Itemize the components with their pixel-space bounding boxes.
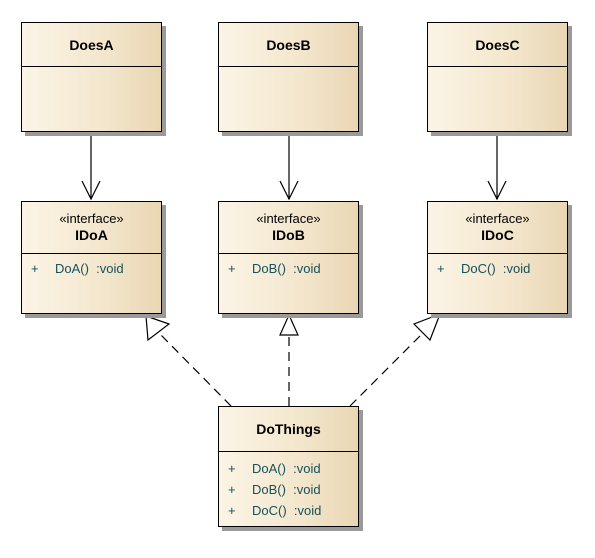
- operation-row[interactable]: + DoA() :void: [22, 258, 161, 279]
- visibility-public: +: [228, 461, 236, 476]
- realization-dothings-idoa: [145, 315, 232, 407]
- operation-signature: DoB() :void: [252, 261, 321, 276]
- operation-signature: DoC() :void: [252, 503, 322, 518]
- visibility-public: +: [228, 503, 236, 518]
- visibility-public: +: [31, 261, 39, 276]
- realization-dothings-idoc: [349, 312, 442, 407]
- operation-signature: DoA() :void: [252, 461, 321, 476]
- operations-compartment: + DoB() :void: [219, 254, 358, 279]
- operation-row[interactable]: + DoB() :void: [219, 479, 358, 500]
- compartment-divider: [219, 253, 358, 254]
- interface-idob[interactable]: «interface» IDoB + DoB() :void: [218, 201, 359, 314]
- operations-compartment: + DoC() :void: [428, 254, 567, 279]
- interface-name: IDoC: [481, 227, 514, 243]
- interface-name: IDoA: [75, 227, 108, 243]
- class-dothings[interactable]: DoThings + DoA() :void + DoB() :void + D…: [218, 406, 359, 527]
- class-name: DoThings: [256, 421, 321, 437]
- class-name: DoesB: [266, 36, 311, 53]
- class-name: DoesC: [475, 36, 520, 53]
- realization-dothings-idob: [279, 313, 299, 406]
- class-doesa[interactable]: DoesA: [21, 22, 162, 132]
- interface-idoa[interactable]: «interface» IDoA + DoA() :void: [21, 201, 162, 314]
- compartment-divider: [22, 66, 161, 67]
- stereotype-label: «interface»: [256, 211, 321, 226]
- operation-signature: DoA() :void: [55, 261, 124, 276]
- visibility-public: +: [228, 261, 236, 276]
- operation-row[interactable]: + DoB() :void: [219, 258, 358, 279]
- operation-row[interactable]: + DoC() :void: [219, 500, 358, 521]
- compartment-divider: [428, 66, 567, 67]
- stereotype-label: «interface»: [59, 211, 124, 226]
- operation-row[interactable]: + DoA() :void: [219, 458, 358, 479]
- class-doesb[interactable]: DoesB: [218, 22, 359, 132]
- operation-row[interactable]: + DoC() :void: [428, 258, 567, 279]
- operation-signature: DoB() :void: [252, 482, 321, 497]
- class-doesc[interactable]: DoesC: [427, 22, 568, 132]
- operation-signature: DoC() :void: [461, 261, 531, 276]
- compartment-divider: [428, 253, 567, 254]
- stereotype-label: «interface»: [465, 211, 530, 226]
- visibility-public: +: [437, 261, 445, 276]
- interface-idoc[interactable]: «interface» IDoC + DoC() :void: [427, 201, 568, 314]
- compartment-divider: [219, 451, 358, 452]
- interface-name: IDoB: [272, 227, 305, 243]
- compartment-divider: [219, 66, 358, 67]
- dependency-doesa-idoa: [81, 132, 101, 201]
- operations-compartment: + DoA() :void: [22, 254, 161, 279]
- dependency-doesc-idoc: [487, 132, 507, 201]
- class-name: DoesA: [69, 36, 114, 53]
- dependency-doesb-idob: [279, 132, 299, 201]
- visibility-public: +: [228, 482, 236, 497]
- operations-compartment: + DoA() :void + DoB() :void + DoC() :voi…: [219, 452, 358, 521]
- compartment-divider: [22, 253, 161, 254]
